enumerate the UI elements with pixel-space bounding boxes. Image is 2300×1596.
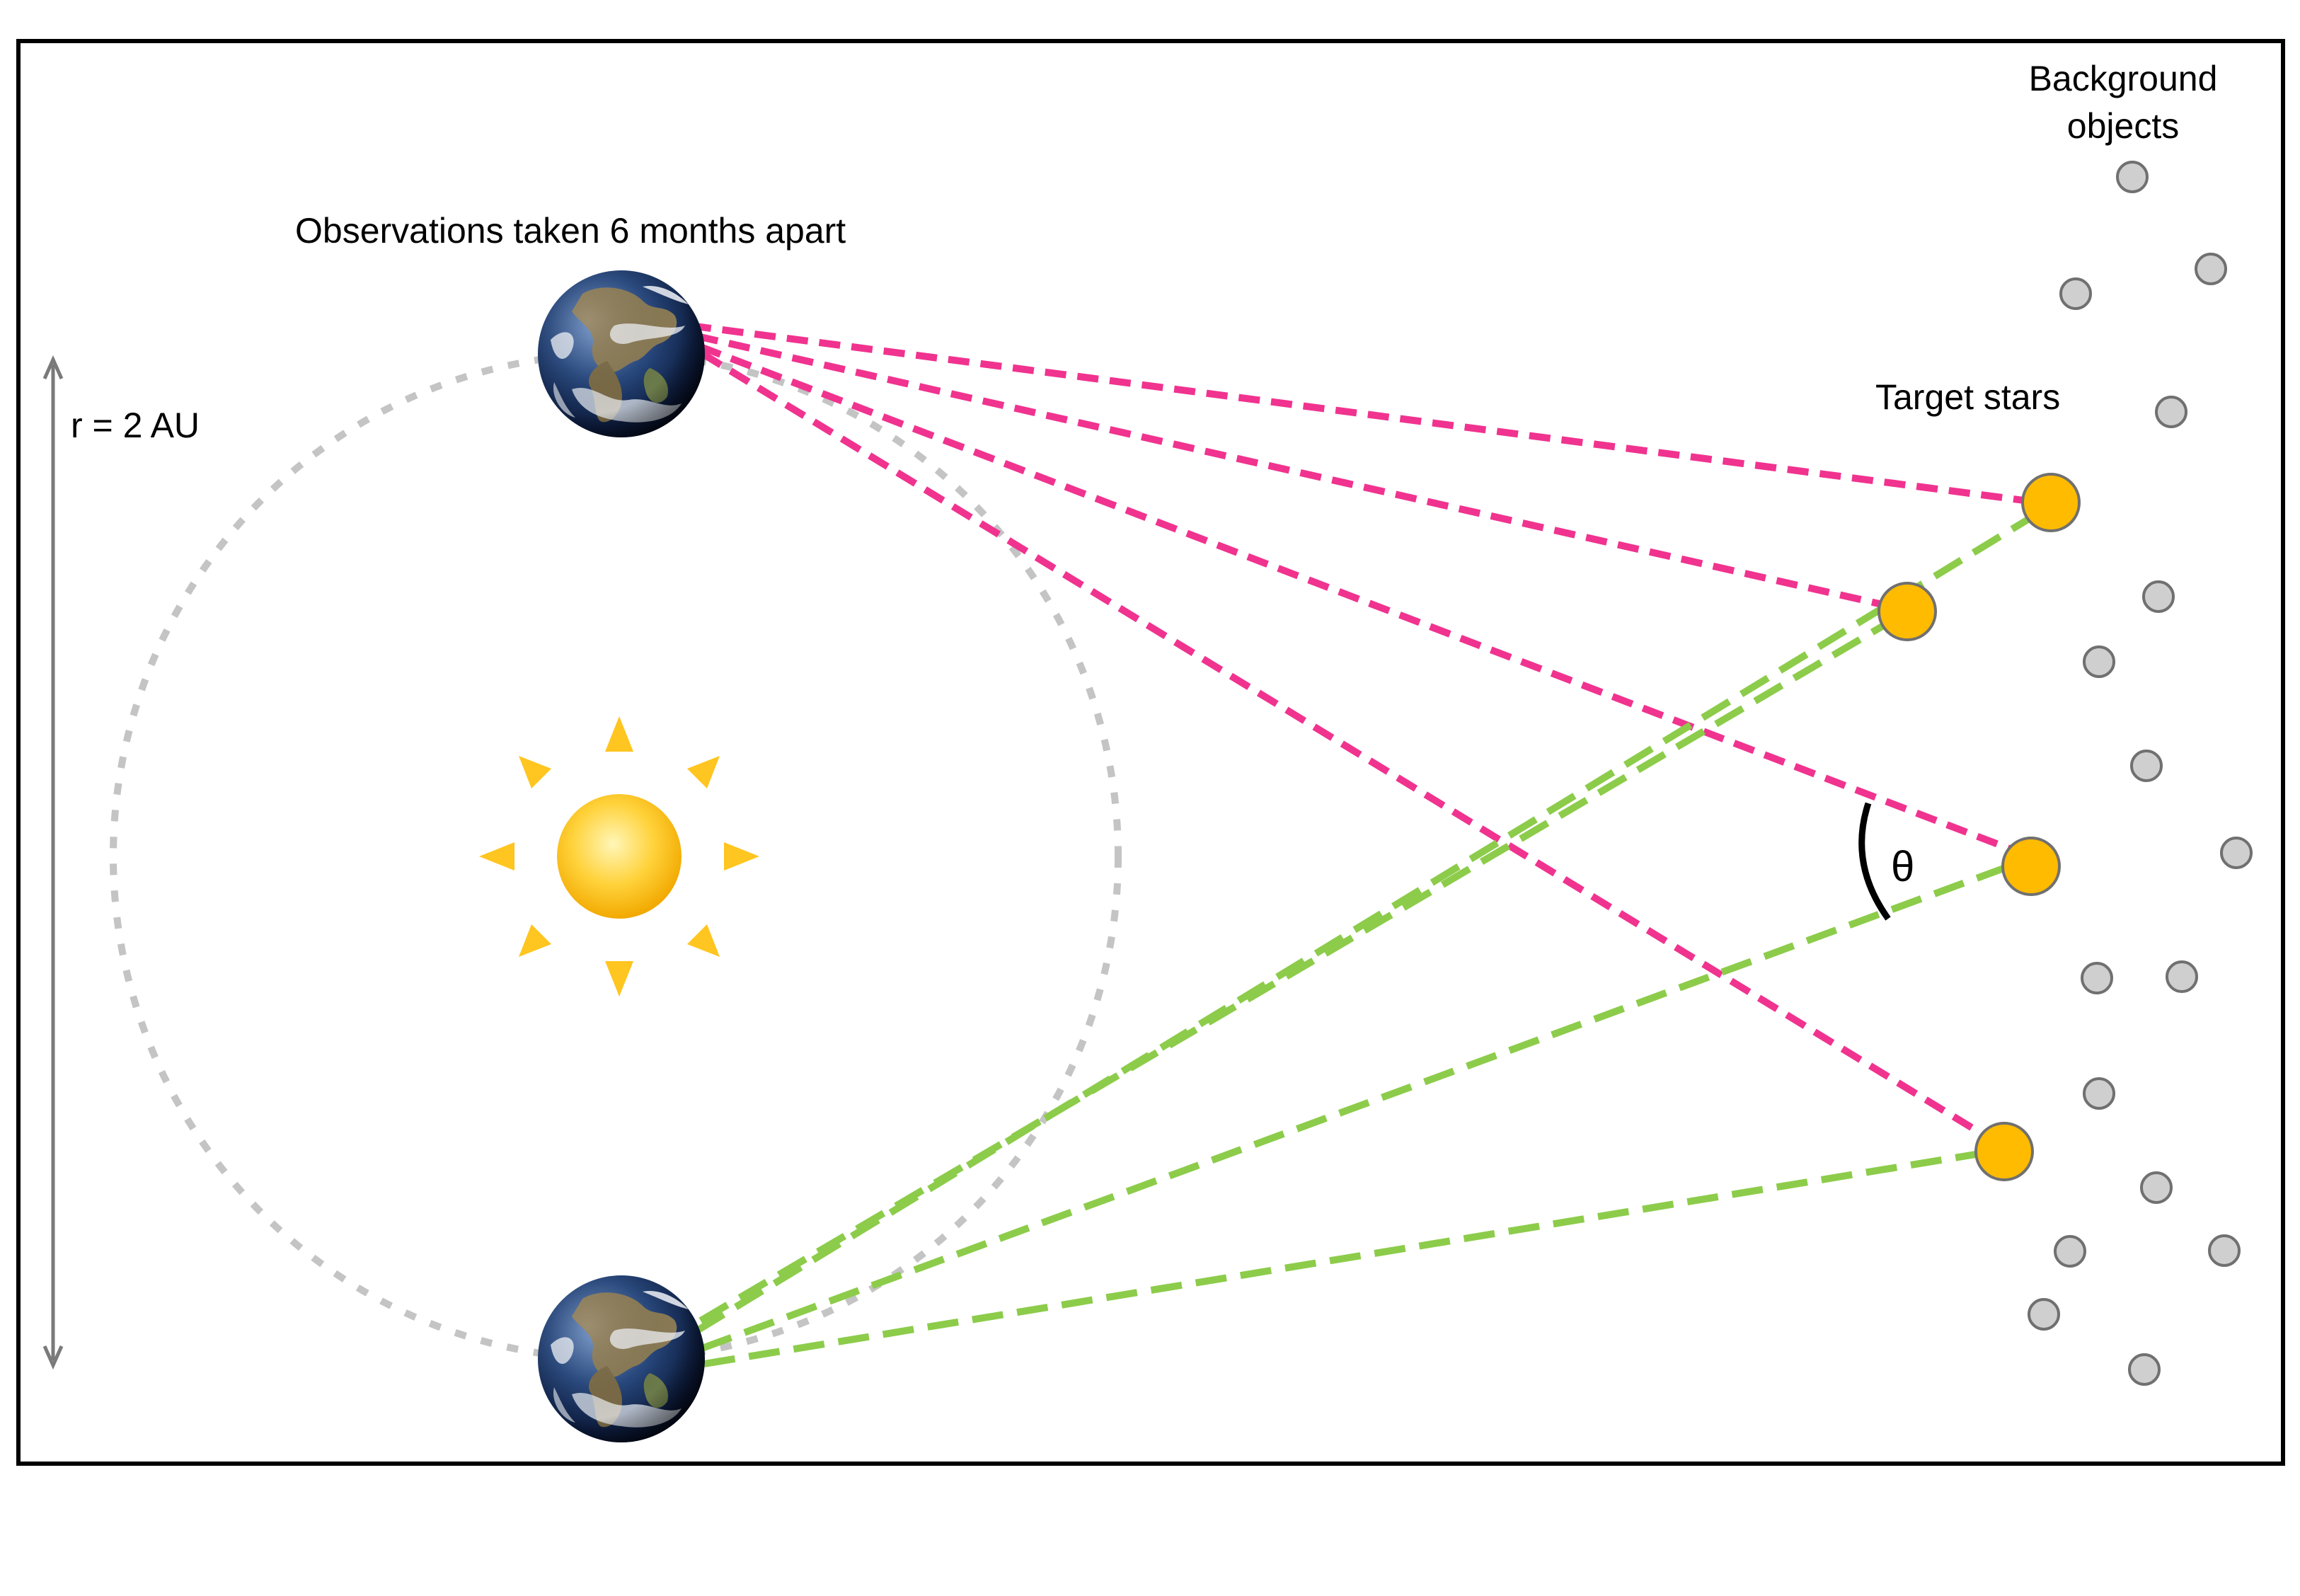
background-object: [2059, 277, 2092, 310]
observations-label: Observations taken 6 months apart: [295, 211, 846, 251]
summer-sightline-2: [696, 333, 1909, 614]
winter-sightlines: [695, 503, 2051, 1367]
summer-sightline-3: [699, 343, 2031, 860]
background-object: [2083, 1077, 2115, 1110]
background-object: [2116, 161, 2149, 193]
background-object: [2081, 962, 2113, 994]
background-objects-label-line2: objects: [2067, 106, 2179, 146]
background-object: [2195, 253, 2227, 285]
background-object: [2128, 1353, 2161, 1386]
background-object: [2083, 645, 2115, 678]
target-star: [2021, 473, 2081, 532]
background-objects: [2028, 161, 2253, 1386]
winter-sightline-1: [695, 503, 2051, 1334]
background-object: [2155, 396, 2187, 428]
background-object: [2220, 837, 2253, 869]
summer-sightlines: [689, 322, 2052, 1150]
radius-arrow: [42, 355, 64, 1370]
earth-icon: [538, 1275, 705, 1442]
sun-icon: [479, 716, 759, 997]
background-object: [2166, 960, 2198, 993]
background-object: [2208, 1234, 2241, 1267]
background-object: [2130, 750, 2163, 782]
angle-label: θ: [1891, 843, 1914, 890]
target-star: [2001, 837, 2061, 896]
radius-label: r = 2 AU: [71, 406, 200, 445]
target-stars: [1878, 473, 2081, 1181]
target-star: [1974, 1122, 2034, 1181]
background-objects-label-line1: Background: [2029, 59, 2218, 98]
summer-sightline-4: [701, 350, 2005, 1150]
diagram-frame: [16, 39, 2285, 1466]
background-object: [2028, 1298, 2060, 1331]
earth-icon: [538, 270, 705, 437]
target-star: [1878, 582, 1937, 641]
target-stars-label: Target stars: [1875, 377, 2060, 417]
background-object: [2142, 580, 2175, 613]
winter-sightline-4: [703, 1147, 2002, 1367]
winter-sightline-3: [701, 856, 2030, 1352]
background-object: [2054, 1235, 2086, 1268]
background-object: [2140, 1171, 2173, 1204]
winter-sightline-2: [698, 609, 1907, 1324]
parallax-angle-arc: [1858, 802, 1891, 921]
summer-sightline-1: [689, 322, 2052, 507]
